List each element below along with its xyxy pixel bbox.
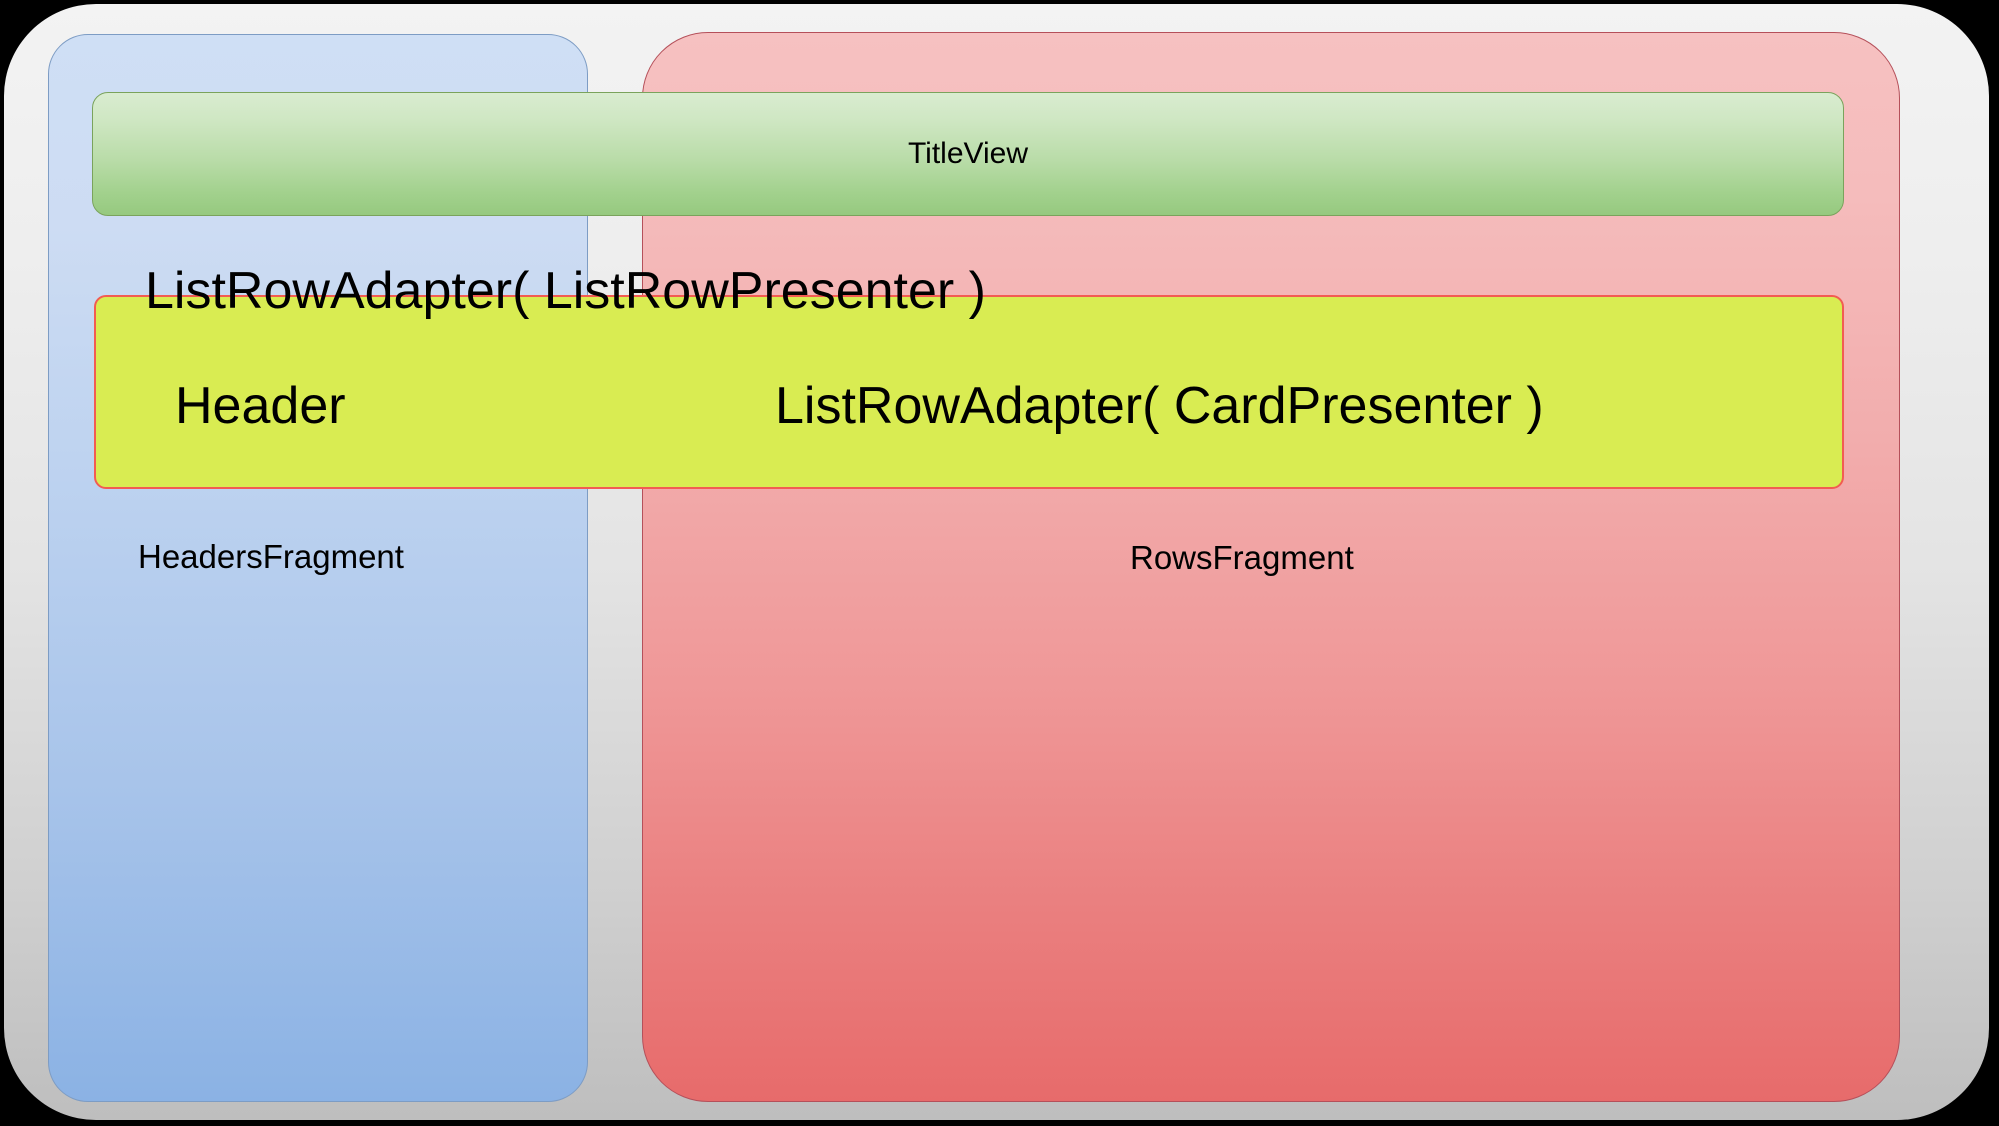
- list-row-adapter-list-row-presenter-label: ListRowAdapter( ListRowPresenter ): [145, 262, 986, 320]
- title-view-label: TitleView: [907, 137, 1029, 170]
- list-row-box[interactable]: [94, 295, 1844, 489]
- browse-fragment-frame: TitleView: [4, 4, 1989, 1120]
- header-label: Header: [175, 377, 346, 435]
- rows-fragment-label: RowsFragment: [1130, 539, 1354, 576]
- title-view-bar[interactable]: TitleView: [92, 92, 1844, 216]
- list-row-adapter-card-presenter-label: ListRowAdapter( CardPresenter ): [775, 377, 1544, 435]
- headers-fragment-label: HeadersFragment: [138, 538, 404, 575]
